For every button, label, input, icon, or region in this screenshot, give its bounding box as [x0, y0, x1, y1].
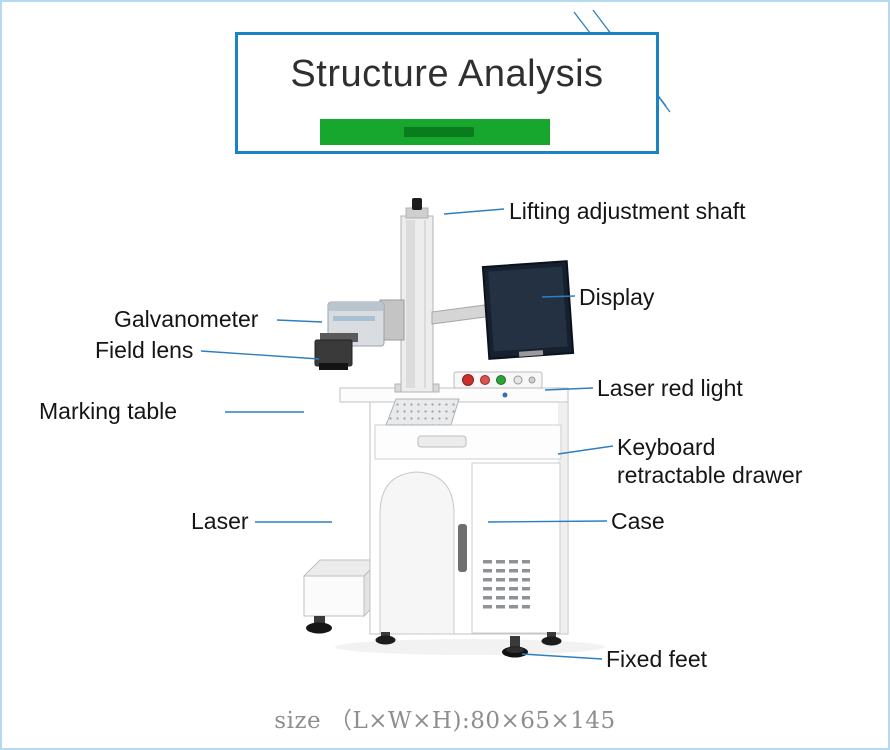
label-keyboard-retractable-drawer: Keyboard retractable drawer — [617, 434, 803, 488]
size-text: size （L×W×H):80×65×145 — [274, 708, 616, 734]
label-laser-red-light: Laser red light — [597, 375, 743, 401]
label-field-lens: Field lens — [95, 337, 194, 363]
label-fixed-feet: Fixed feet — [606, 646, 707, 672]
machine-laser-head — [314, 299, 405, 370]
machine-cabinet — [369, 401, 569, 635]
label-marking-table: Marking table — [39, 398, 178, 424]
floor-shadow — [335, 639, 605, 655]
leader-lines — [200, 208, 614, 660]
machine-pedestal — [302, 558, 382, 634]
page-title: Structure Analysis — [290, 53, 604, 95]
machine-lifting-column — [394, 198, 440, 393]
machine-marking-table — [385, 398, 460, 426]
label-galvanometer: Galvanometer — [114, 306, 259, 332]
title-box: Structure Analysis — [235, 32, 659, 154]
title-underline-bar — [320, 119, 550, 145]
machine-control-panel — [453, 371, 543, 398]
label-laser: Laser — [191, 508, 249, 534]
label-display: Display — [579, 284, 655, 310]
title-underline-inner — [404, 127, 474, 137]
machine-feet — [375, 632, 562, 658]
machine-display — [431, 260, 575, 360]
label-lifting-adjustment-shaft: Lifting adjustment shaft — [509, 198, 746, 224]
label-case: Case — [611, 508, 665, 534]
